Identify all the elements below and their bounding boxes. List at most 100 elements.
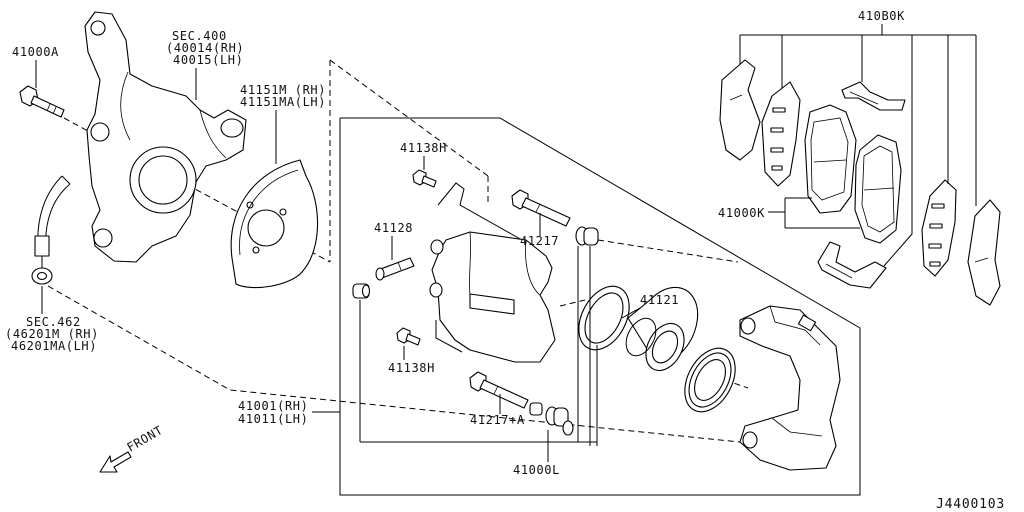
pin-boot-41217 (575, 226, 599, 246)
hose-outer-edge (37, 175, 63, 238)
brake-hose (31, 175, 71, 285)
boot-body (553, 407, 569, 427)
knuckle-web-edge (120, 71, 131, 141)
brake-pad-outer (804, 104, 857, 214)
callout-410b0k: 410B0K (858, 9, 905, 23)
shim-slot (772, 107, 786, 113)
caliper-bleeder-boss (430, 239, 444, 255)
shim-inner-left (761, 81, 801, 187)
guide-pin-41217a (469, 371, 529, 409)
bolt-41138h-bottom (396, 327, 421, 346)
pin-head (375, 267, 385, 281)
callout-sec462-rh: (46201M (RH) (5, 327, 99, 341)
callout-41138h-top: 41138H (400, 141, 447, 155)
shim-outer-right (967, 199, 1001, 306)
pad-clip-top (841, 81, 906, 111)
piston-seal-41121 (578, 285, 630, 351)
front-arrow-icon (99, 451, 132, 473)
bracket-rail-slot (797, 314, 817, 332)
knuckle-arm-edge (199, 109, 227, 159)
shim-plate (719, 59, 761, 161)
shim-outer-left (719, 59, 761, 161)
knuckle-top-hole (90, 20, 106, 36)
boot-end (361, 284, 371, 298)
caliper-lower-ear (435, 320, 463, 353)
pin-boot-small (352, 283, 371, 299)
caliper-piston (625, 286, 699, 372)
clip-body (841, 81, 906, 111)
callout-41138h-bottom: 41138H (388, 361, 435, 375)
hose-inner-edge (45, 183, 71, 238)
pin-groove (535, 203, 541, 213)
bracket-lower-hole (742, 431, 758, 449)
shield-small-hole (252, 246, 260, 254)
piston-back (625, 317, 657, 357)
pad-groove (863, 187, 895, 191)
knuckle-lower-hole (93, 228, 113, 248)
caliper-window (469, 293, 515, 315)
bracket-body (739, 305, 841, 471)
callout-41217: 41217 (520, 234, 559, 248)
shim-slot (929, 261, 941, 267)
clip-body (817, 241, 887, 289)
caliper-mount-bracket (437, 182, 523, 241)
caliper-assembly-outline (339, 117, 861, 496)
shield-small-hole (279, 208, 287, 216)
callout-41217a: 41217+A (470, 413, 525, 427)
boot-end (562, 420, 574, 436)
shim-plate (761, 81, 801, 187)
callout-41121: 41121 (640, 293, 679, 307)
callout-41001-rh: 41001(RH) (238, 399, 308, 413)
caliper-edge (525, 239, 541, 296)
caliper-lower-boss (429, 282, 443, 298)
pad-clip-bottom (817, 241, 887, 289)
leader-410b0k (739, 24, 977, 267)
callout-41000l: 41000L (513, 463, 560, 477)
front-direction-indicator: FRONT (99, 423, 165, 473)
bolt-thread (46, 103, 51, 112)
leader-41000k (768, 197, 860, 229)
callout-sec400-rh: (40014(RH) (166, 41, 244, 55)
figure-code: J4400103 (936, 497, 1005, 512)
shim-slot (928, 243, 942, 249)
shim-tab (974, 257, 989, 263)
callout-labels: 41000A SEC.400 (40014(RH) 40015(LH) 4115… (5, 9, 905, 477)
callout-sec400-lh: 40015(LH) (173, 53, 243, 67)
hose-cut-end (61, 175, 71, 185)
steering-knuckle (84, 11, 247, 263)
bracket-edge (769, 305, 821, 346)
pad-backing (804, 104, 857, 214)
shield-center-hole (247, 209, 285, 247)
piston-face-inner (651, 330, 679, 364)
pin-groove (397, 261, 402, 271)
callout-41000k: 41000K (718, 206, 765, 220)
callout-sec462-title: SEC.462 (26, 315, 81, 329)
boot-inner (694, 359, 726, 401)
shim-slot (929, 223, 943, 229)
shield-rim (239, 169, 299, 256)
callout-41151-rh: 41151M (RH) (240, 83, 326, 97)
bracket-upper-hole (740, 317, 756, 335)
pin-shaft (479, 379, 529, 409)
bracket-edge (771, 417, 823, 437)
bolt-shaft (30, 95, 65, 118)
knuckle-hub-bore-inner (138, 155, 188, 205)
shim-plate (967, 199, 1001, 306)
leader-41121 (621, 307, 641, 319)
shim-slot (770, 127, 784, 133)
bolt-shaft (421, 175, 437, 188)
knuckle-body (84, 11, 247, 263)
clip-fold (825, 263, 853, 279)
leader-41000l-group (359, 246, 598, 462)
guide-pin-41128 (375, 257, 415, 281)
knuckle-arm-joint (220, 118, 244, 138)
dashed-line-body-to-bracket (559, 299, 586, 307)
bolt-41138h-top (412, 169, 437, 188)
hose-eye-hole (36, 271, 48, 281)
shim-slot (931, 203, 945, 209)
caliper-body (429, 182, 556, 363)
pad-groove (813, 159, 847, 163)
boot-body (583, 227, 599, 246)
shim-tab (729, 94, 743, 101)
